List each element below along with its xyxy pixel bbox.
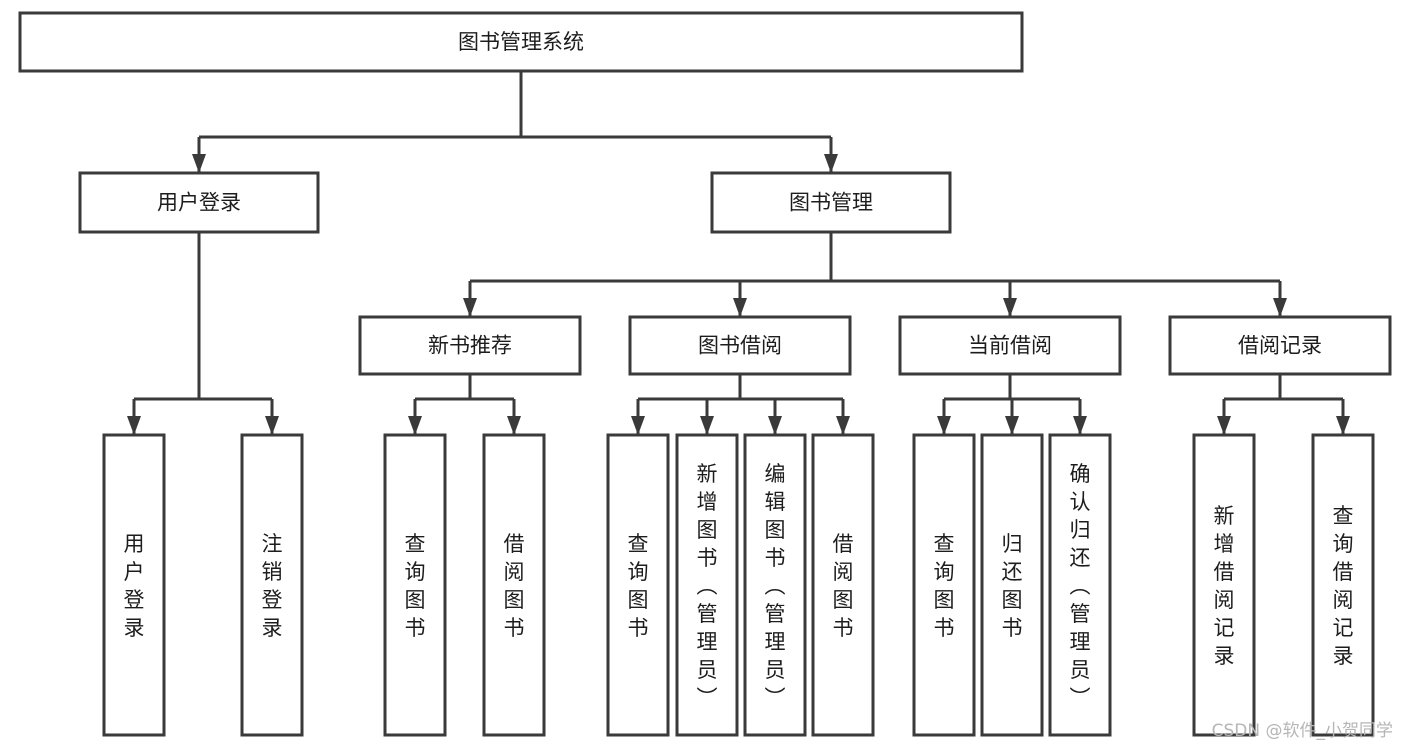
node-box xyxy=(18,11,1024,73)
node-l3-e2[interactable]: 查询借阅记录 xyxy=(1311,433,1375,737)
node-label: 查询图书 xyxy=(934,532,955,640)
node-l3-d3[interactable]: 确认归还︵管理员︶ xyxy=(1048,433,1112,737)
node-box xyxy=(675,433,739,737)
node-box xyxy=(482,433,546,737)
node-label: 新书推荐 xyxy=(428,334,512,358)
node-label: 归还图书 xyxy=(1002,532,1023,640)
node-label: 当前借阅 xyxy=(968,334,1052,358)
node-label: 查询图书 xyxy=(405,532,426,640)
node-l2-records[interactable]: 借阅记录 xyxy=(1168,315,1392,376)
node-box xyxy=(358,315,582,376)
node-l3-d1[interactable]: 查询图书 xyxy=(912,433,976,737)
node-label: 图书管理系统 xyxy=(458,30,584,54)
node-label: 用户登录 xyxy=(157,191,241,215)
node-label: 借阅图书 xyxy=(833,532,854,640)
node-l2-newbook[interactable]: 新书推荐 xyxy=(358,315,582,376)
node-label: 查询图书 xyxy=(628,532,649,640)
node-l3-b1[interactable]: 查询图书 xyxy=(383,433,447,737)
node-l1-login[interactable]: 用户登录 xyxy=(78,171,320,234)
node-box xyxy=(710,171,952,234)
node-box xyxy=(102,433,166,737)
node-l3-c4[interactable]: 借阅图书 xyxy=(811,433,875,737)
node-label: 借阅记录 xyxy=(1238,334,1322,358)
node-box xyxy=(1311,433,1375,737)
node-l1-bookmgr[interactable]: 图书管理 xyxy=(710,171,952,234)
node-l2-current[interactable]: 当前借阅 xyxy=(898,315,1122,376)
node-label: 编辑图书︵管理员︶ xyxy=(765,462,786,710)
node-label: 图书管理 xyxy=(789,191,873,215)
node-box xyxy=(606,433,670,737)
node-box xyxy=(383,433,447,737)
node-box xyxy=(898,315,1122,376)
node-box xyxy=(743,433,807,737)
node-label: 确认归还︵管理员︶ xyxy=(1070,462,1091,710)
node-l2-borrow[interactable]: 图书借阅 xyxy=(628,315,852,376)
node-l3-c3[interactable]: 编辑图书︵管理员︶ xyxy=(743,433,807,737)
node-l3-e1[interactable]: 新增借阅记录 xyxy=(1192,433,1256,737)
node-l3-a1[interactable]: 用户登录 xyxy=(102,433,166,737)
node-box xyxy=(1168,315,1392,376)
node-label: 查询借阅记录 xyxy=(1333,504,1354,668)
node-box xyxy=(1192,433,1256,737)
connector-layer xyxy=(127,71,1350,435)
node-box xyxy=(1048,433,1112,737)
node-l3-a2[interactable]: 注销登录 xyxy=(240,433,304,737)
node-label: 用户登录 xyxy=(124,532,145,640)
node-l3-b2[interactable]: 借阅图书 xyxy=(482,433,546,737)
node-label: 新增借阅记录 xyxy=(1214,504,1235,668)
node-box xyxy=(980,433,1044,737)
watermark-label: CSDN @软件_小贺同学 xyxy=(1211,721,1393,741)
node-root[interactable]: 图书管理系统 xyxy=(18,11,1024,73)
node-label: 图书借阅 xyxy=(698,334,782,358)
node-l3-c2[interactable]: 新增图书︵管理员︶ xyxy=(675,433,739,737)
node-box xyxy=(240,433,304,737)
node-label: 新增图书︵管理员︶ xyxy=(697,462,718,710)
node-label: 借阅图书 xyxy=(504,532,525,640)
node-box xyxy=(912,433,976,737)
node-box xyxy=(78,171,320,234)
node-l3-d2[interactable]: 归还图书 xyxy=(980,433,1044,737)
node-label: 注销登录 xyxy=(262,532,283,640)
node-layer: 图书管理系统用户登录图书管理新书推荐图书借阅当前借阅借阅记录用户登录注销登录查询… xyxy=(18,11,1392,737)
node-box xyxy=(811,433,875,737)
node-l3-c1[interactable]: 查询图书 xyxy=(606,433,670,737)
node-box xyxy=(628,315,852,376)
